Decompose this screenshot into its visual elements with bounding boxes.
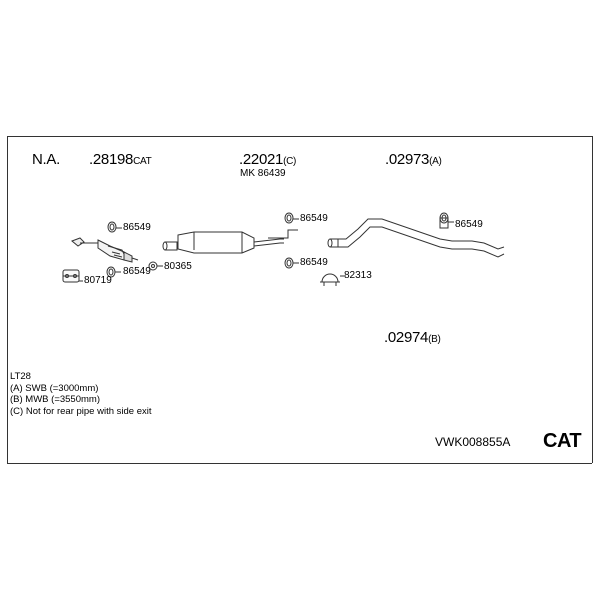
note-b: (B) MWB (=3550mm) [10, 394, 100, 405]
na-label: N.A. [32, 151, 60, 168]
part-number-22021: .22021(C) [239, 151, 296, 168]
part-number-02973: .02973(A) [385, 151, 442, 168]
front-pipe-clamp [62, 269, 80, 283]
note-model: LT28 [10, 371, 31, 382]
mk-label: MK 86439 [240, 168, 286, 179]
notes-block: LT28 (A) SWB (=3000mm) (B) MWB (=3550mm)… [10, 371, 152, 417]
middle-silencer-part [162, 229, 298, 254]
diagram-frame [7, 136, 592, 464]
callout-86549-e: 86549 [455, 219, 483, 230]
callout-86549-c: 86549 [300, 213, 328, 224]
frame-right-edge [592, 136, 593, 463]
kit-code: VWK008855A [435, 435, 511, 449]
callout-86549-b: 86549 [123, 266, 151, 277]
part-number-28198: .28198CAT [89, 151, 152, 168]
rear-pipe-part [327, 217, 505, 258]
rear-clamp-ring [439, 212, 449, 224]
callout-86549-a: 86549 [123, 222, 151, 233]
u-bolt-clamp [320, 273, 340, 286]
part-number-02973-value: .02973 [385, 151, 430, 168]
part-number-22021-value: .22021 [239, 151, 284, 168]
part-number-28198-value: .28198 [89, 151, 134, 168]
callout-82313: 82313 [344, 270, 372, 281]
clamp-ring-3 [284, 212, 294, 224]
part-number-02974-value: .02974 [384, 329, 429, 346]
clamp-ring-1 [107, 221, 117, 233]
part-number-02973-suffix: (A) [429, 156, 442, 167]
part-number-02974-suffix: (B) [428, 334, 441, 345]
callout-80365: 80365 [164, 261, 192, 272]
clamp-ring-4 [284, 257, 294, 269]
frame-left-edge [7, 136, 8, 463]
note-a: (A) SWB (=3000mm) [10, 382, 99, 394]
part-number-02974: .02974(B) [384, 329, 441, 346]
callout-86549-d: 86549 [300, 257, 328, 268]
callout-80719: 80719 [84, 275, 112, 286]
part-number-28198-suffix: CAT [133, 156, 152, 167]
cat-badge: CAT [543, 430, 582, 452]
catalytic-converter-part [71, 237, 139, 263]
part-number-22021-suffix: (C) [283, 156, 297, 167]
note-c: (C) Not for rear pipe with side exit [10, 405, 152, 417]
